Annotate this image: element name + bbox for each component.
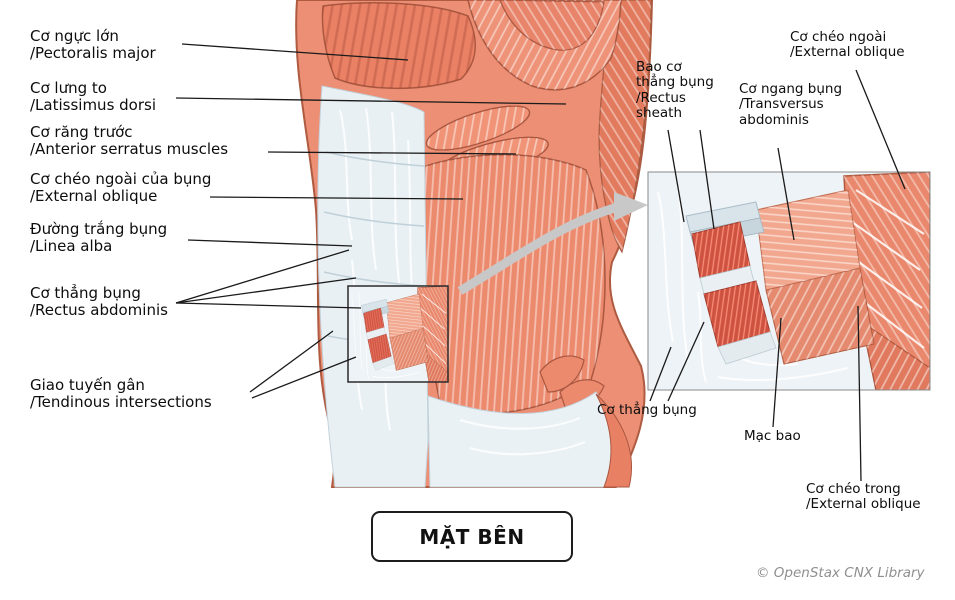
label-tendinous-intersections: Giao tuyến gân /Tendinous intersections	[30, 376, 212, 412]
label-inset-internal-oblique: Cơ chéo trong /External oblique	[806, 481, 921, 513]
zoom-arrow-icon	[457, 192, 648, 295]
label-latissimus-dorsi: Cơ lưng to /Latissimus dorsi	[30, 79, 156, 115]
latissimus-dorsi-shape	[598, 0, 652, 254]
label-pectoralis-major: Cơ ngực lớn /Pectoralis major	[30, 27, 156, 63]
view-label-box: MẶT BÊN	[371, 511, 573, 562]
label-inset-transversus: Cơ ngang bụng /Transversus abdominis	[739, 81, 843, 128]
label-external-oblique: Cơ chéo ngoài của bụng /External oblique	[30, 170, 212, 206]
selection-rectangle	[347, 285, 449, 383]
label-serratus-anterior: Cơ răng trước /Anterior serratus muscles	[30, 123, 229, 159]
label-linea-alba: Đường trắng bụng /Linea alba	[30, 220, 168, 256]
pectoralis-major-shape	[321, 2, 476, 89]
label-inset-rectus-abdominis: Cơ thẳng bụng	[597, 402, 697, 418]
copyright-text: © OpenStax CNX Library	[756, 565, 925, 581]
leader-lines	[175, 43, 906, 482]
view-label: MẶT BÊN	[419, 524, 525, 549]
shoulder-muscles-shape	[467, 0, 622, 91]
external-oblique-shape	[418, 154, 606, 415]
selection-cutaway-preview	[348, 286, 448, 383]
label-rectus-abdominis: Cơ thẳng bụng /Rectus abdominis	[30, 284, 168, 320]
label-inset-external-oblique: Cơ chéo ngoài /External oblique	[790, 29, 905, 61]
hip-region-shape	[427, 391, 633, 488]
label-inset-rectus-sheath: Bao cơ thẳng bụng /Rectus sheath	[636, 59, 714, 122]
label-inset-sheath-fascia: Mạc bao	[744, 428, 801, 444]
inset-border	[647, 171, 931, 391]
inset-figure	[648, 172, 930, 390]
